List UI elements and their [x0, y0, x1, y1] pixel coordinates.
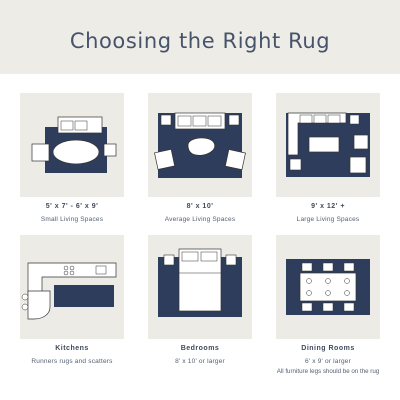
card-desc: Large Living Spaces [296, 216, 360, 223]
card-large-living: 9' x 12' + Large Living Spaces [276, 93, 380, 223]
average-living-illustration [148, 93, 252, 197]
card-desc: 8' x 10' or larger [175, 358, 225, 365]
dining-illustration [276, 235, 380, 339]
card-desc: Small Living Spaces [40, 216, 104, 223]
card-size: 8' x 10' [186, 203, 214, 210]
large-living-illustration [276, 93, 380, 197]
kitchen-illustration [20, 235, 124, 339]
header: Choosing the Right Rug [0, 0, 400, 74]
card-size: Dining Rooms [301, 345, 355, 352]
card-desc: Average Living Spaces [164, 216, 236, 223]
card-bedrooms: Bedrooms 8' x 10' or larger [148, 235, 252, 365]
page-title: Choosing the Right Rug [69, 29, 331, 53]
card-size: Kitchens [55, 345, 89, 352]
card-size: 5' x 7' - 6' x 9' [45, 203, 99, 210]
card-size: 9' x 12' + [311, 203, 345, 210]
card-note: All furniture legs should be on the rug [276, 368, 380, 375]
card-average-living: 8' x 10' Average Living Spaces [148, 93, 252, 223]
card-desc: 6' x 9' or larger [305, 358, 351, 365]
card-kitchens: Kitchens Runners rugs and scatters [20, 235, 124, 365]
card-dining-rooms: Dining Rooms 6' x 9' or larger All furni… [276, 235, 380, 376]
small-living-illustration [20, 93, 124, 197]
card-desc: Runners rugs and scatters [31, 358, 113, 365]
card-size: Bedrooms [180, 345, 220, 352]
bedroom-illustration [148, 235, 252, 339]
card-small-living: 5' x 7' - 6' x 9' Small Living Spaces [20, 93, 124, 223]
